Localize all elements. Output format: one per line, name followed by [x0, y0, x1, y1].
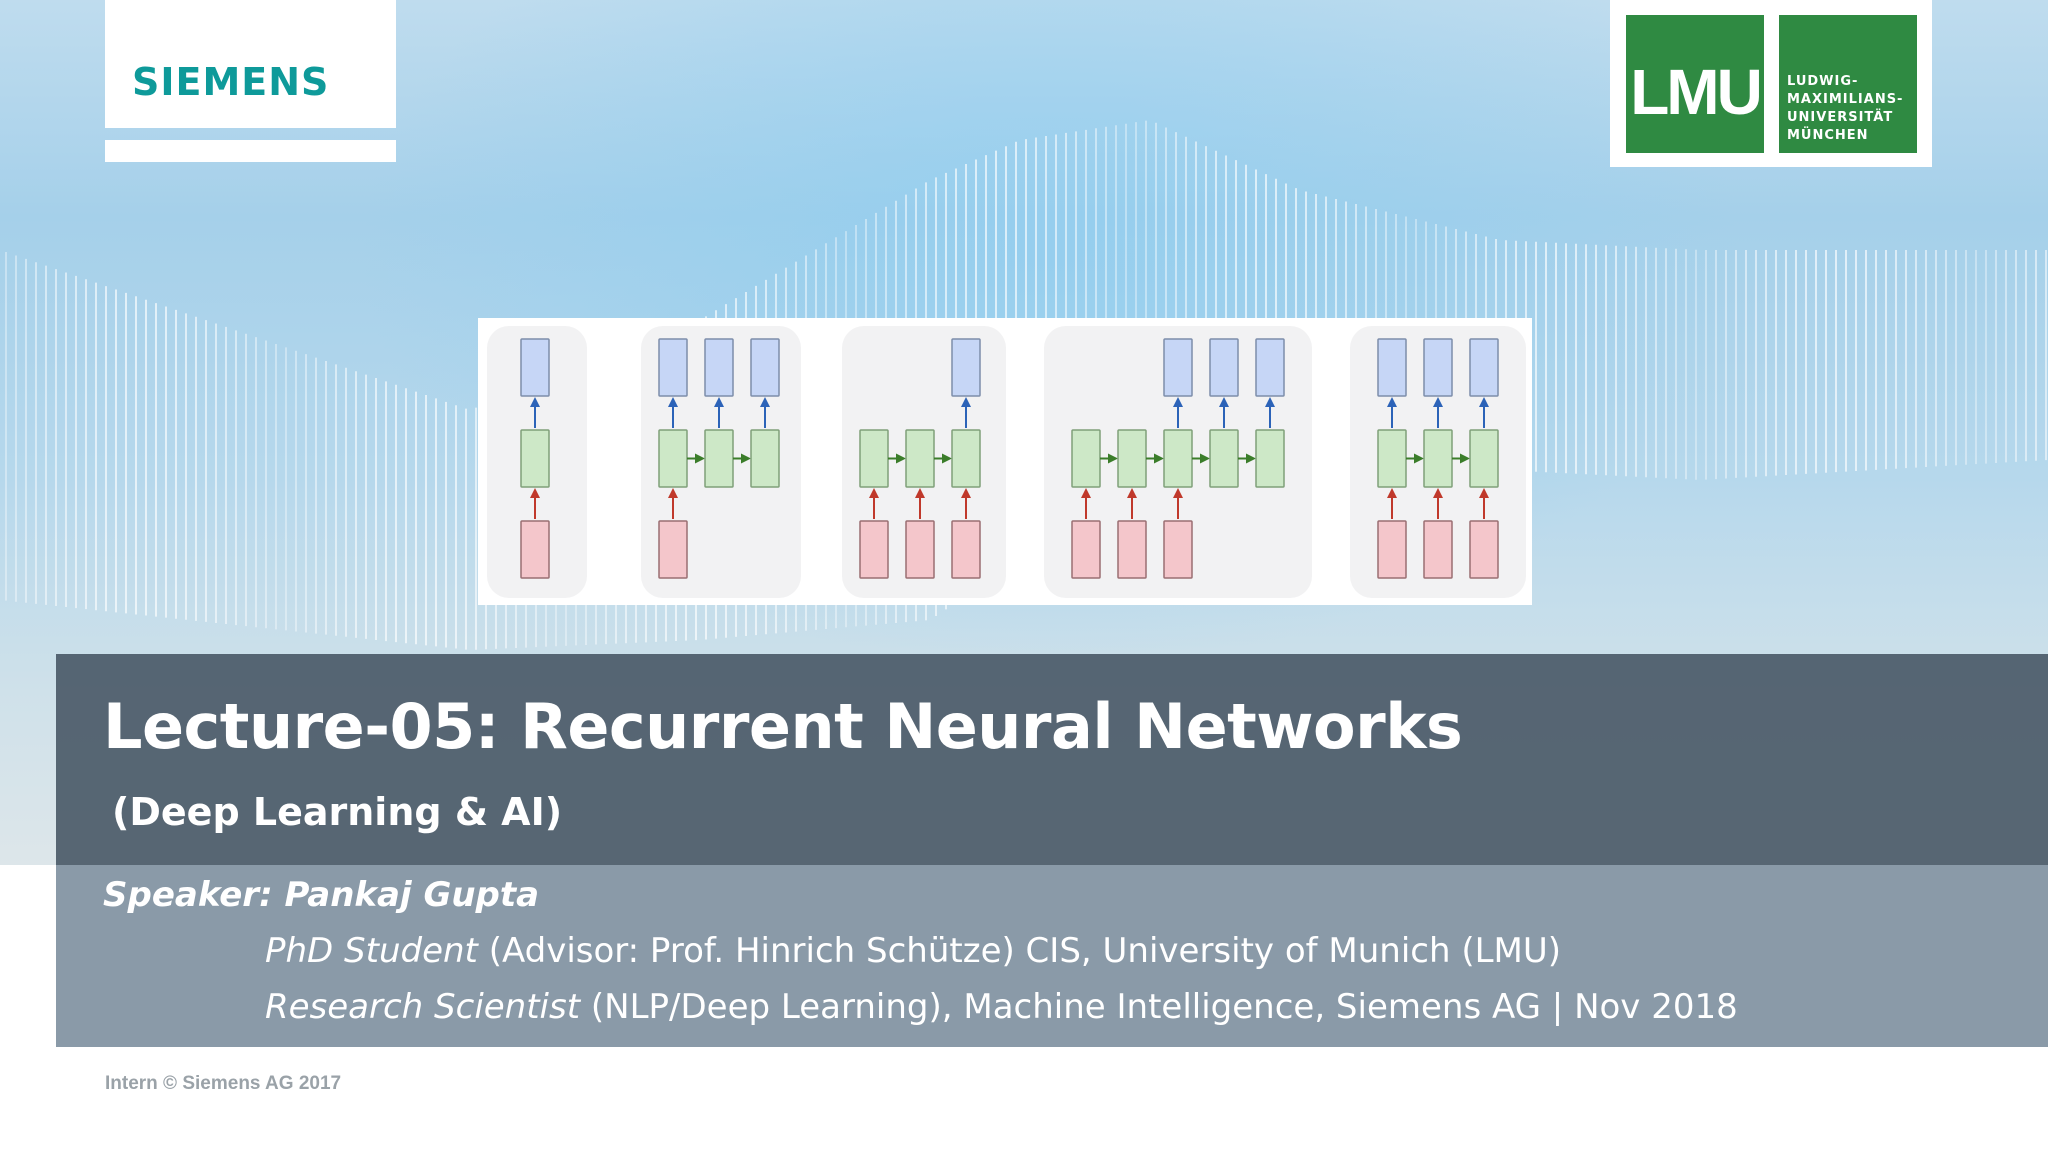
rnn-hidden-cell	[1163, 429, 1193, 488]
rnn-output-cell	[1469, 338, 1499, 397]
speaker-role-line: PhD Student (Advisor: Prof. Hinrich Schü…	[265, 931, 1561, 971]
rnn-output-cell	[1377, 338, 1407, 397]
page-title: Lecture-05: Recurrent Neural Networks	[103, 690, 1463, 763]
rnn-input-cell	[1423, 520, 1453, 579]
rnn-hidden-cell	[951, 429, 981, 488]
lmu-name-line: MÜNCHEN	[1787, 128, 1869, 143]
speaker-role-detail: (Advisor: Prof. Hinrich Schütze) CIS, Un…	[477, 931, 1562, 971]
rnn-hidden-cell	[1423, 429, 1453, 488]
lmu-name-line: MAXIMILIANS-	[1787, 92, 1904, 107]
rnn-input-cell	[951, 520, 981, 579]
rnn-diagram	[487, 326, 1526, 598]
rnn-input-cell	[859, 520, 889, 579]
rnn-input-cell	[1117, 520, 1147, 579]
speaker-role: PhD Student	[265, 931, 478, 971]
speaker-band: Speaker: Pankaj Gupta PhD Student (Advis…	[56, 865, 2048, 1047]
rnn-hidden-cell	[750, 429, 780, 488]
siemens-wordmark: SIEMENS	[132, 60, 330, 104]
speaker-role-detail: (NLP/Deep Learning), Machine Intelligenc…	[580, 987, 1738, 1027]
rnn-hidden-cell	[1377, 429, 1407, 488]
speaker-role: Research Scientist	[265, 987, 581, 1027]
lmu-name-line: LUDWIG-	[1787, 74, 1859, 89]
rnn-input-cell	[1377, 520, 1407, 579]
lmu-logo: LMU LUDWIG- MAXIMILIANS- UNIVERSITÄT MÜN…	[1610, 0, 1932, 167]
siemens-logo: SIEMENS	[105, 0, 396, 128]
rnn-output-cell	[1423, 338, 1453, 397]
rnn-hidden-cell	[658, 429, 688, 488]
lmu-letters-block: LMU	[1626, 15, 1764, 153]
rnn-hidden-cell	[704, 429, 734, 488]
rnn-input-cell	[1071, 520, 1101, 579]
rnn-hidden-cell	[1117, 429, 1147, 488]
rnn-hidden-cell	[1469, 429, 1499, 488]
rnn-output-cell	[704, 338, 734, 397]
siemens-logo-strip	[105, 140, 396, 162]
lmu-letters: LMU	[1630, 56, 1763, 128]
speaker-label: Speaker	[103, 875, 260, 915]
title-band: Lecture-05: Recurrent Neural Networks (D…	[56, 654, 2048, 865]
rnn-hidden-cell	[1071, 429, 1101, 488]
rnn-input-cell	[520, 520, 550, 579]
rnn-output-cell	[658, 338, 688, 397]
rnn-hidden-cell	[859, 429, 889, 488]
footer-copyright: Intern © Siemens AG 2017	[105, 1073, 342, 1094]
rnn-hidden-cell	[905, 429, 935, 488]
lmu-name-block: LUDWIG- MAXIMILIANS- UNIVERSITÄT MÜNCHEN	[1779, 15, 1917, 153]
speaker-line: Speaker: Pankaj Gupta	[103, 875, 539, 915]
speaker-role-line: Research Scientist (NLP/Deep Learning), …	[265, 987, 1738, 1027]
rnn-output-cell	[750, 338, 780, 397]
rnn-hidden-cell	[1209, 429, 1239, 488]
speaker-separator: :	[259, 875, 285, 915]
rnn-input-cell	[1469, 520, 1499, 579]
rnn-output-cell	[951, 338, 981, 397]
rnn-input-cell	[658, 520, 688, 579]
rnn-output-cell	[520, 338, 550, 397]
rnn-architectures-figure	[478, 318, 1532, 605]
page-subtitle: (Deep Learning & AI)	[112, 790, 563, 834]
rnn-output-cell	[1255, 338, 1285, 397]
rnn-hidden-cell	[520, 429, 550, 488]
rnn-output-cell	[1209, 338, 1239, 397]
rnn-output-cell	[1163, 338, 1193, 397]
rnn-hidden-cell	[1255, 429, 1285, 488]
lmu-name-line: UNIVERSITÄT	[1787, 110, 1894, 125]
rnn-input-cell	[905, 520, 935, 579]
speaker-name: Pankaj Gupta	[284, 875, 540, 915]
rnn-input-cell	[1163, 520, 1193, 579]
